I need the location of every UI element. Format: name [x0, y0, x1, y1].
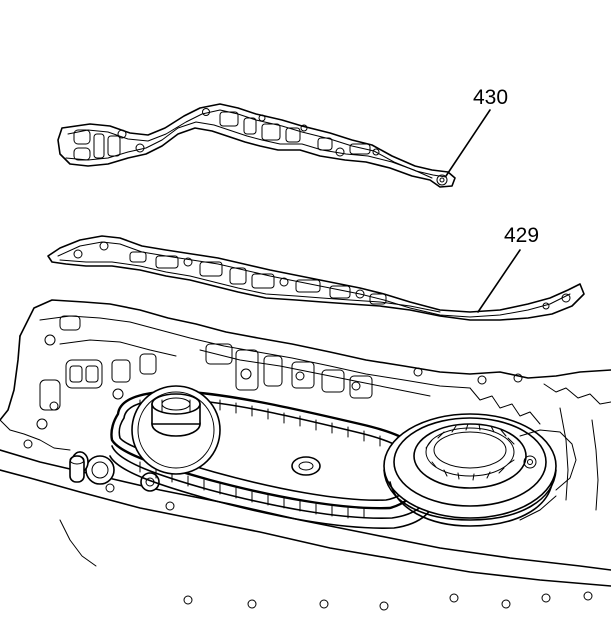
callout-leaders	[445, 109, 521, 313]
gasket-430	[57, 103, 456, 188]
callout-label-429: 429	[504, 224, 539, 247]
drive-chain-assembly	[109, 385, 577, 529]
leader-430	[445, 109, 491, 177]
transmission-case	[0, 299, 611, 611]
callout-label-430: 430	[473, 86, 508, 109]
gasket-429	[47, 235, 585, 321]
leader-429	[477, 249, 521, 313]
